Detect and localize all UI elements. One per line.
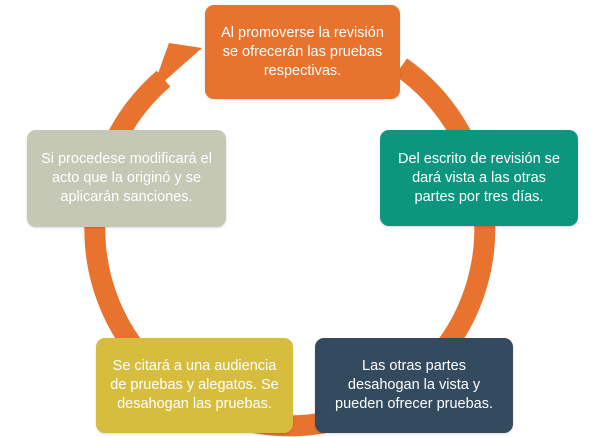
cycle-step-1-box: Al promoverse la revisión se ofrecerán l… [205, 5, 400, 99]
cycle-step-5-text: Si procedese modificará el acto que la o… [41, 151, 212, 205]
cycle-step-2-text: Del escrito de revisión se dará vista a … [398, 150, 560, 205]
cycle-step-1-text: Al promoverse la revisión se ofrecerán l… [221, 24, 384, 79]
cycle-step-5-box: Si procedese modificará el acto que la o… [27, 130, 226, 227]
cycle-arrowhead [151, 43, 202, 93]
cycle-step-3-box: Las otras partes desahogan la vista y pu… [315, 338, 513, 433]
cycle-step-3-text: Las otras partes desahogan la vista y pu… [335, 358, 493, 412]
cycle-step-4-text: Se citará a una audiencia de pruebas y a… [110, 358, 279, 412]
cycle-step-4-box: Se citará a una audiencia de pruebas y a… [96, 338, 293, 433]
cycle-step-2-box: Del escrito de revisión se dará vista a … [380, 130, 578, 226]
